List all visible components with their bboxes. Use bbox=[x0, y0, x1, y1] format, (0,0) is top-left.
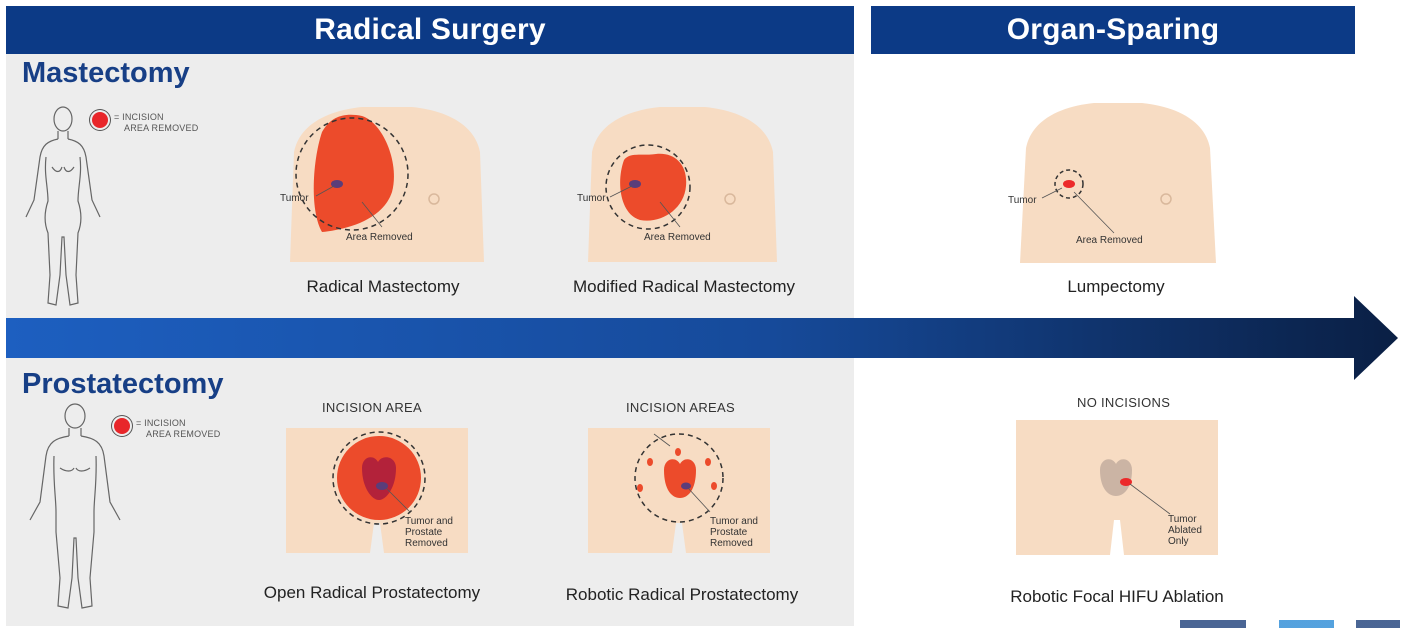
prostatectomy-title: Prostatectomy bbox=[22, 368, 223, 401]
tumor-ablated-only-label: Tumor Ablated Only bbox=[1168, 514, 1202, 547]
area-removed-label: Area Removed bbox=[1076, 235, 1143, 246]
tumor-prostate-removed-label: Tumor and Prostate Removed bbox=[710, 516, 758, 549]
anno-line-3: Only bbox=[1168, 536, 1202, 547]
organ-sparing-header: Organ-Sparing bbox=[871, 6, 1355, 54]
tumor-label: Tumor bbox=[280, 193, 309, 204]
anno-line-2: Ablated bbox=[1168, 525, 1202, 536]
incision-dot-icon bbox=[114, 418, 130, 434]
legend-line-2: AREA REMOVED bbox=[114, 123, 198, 134]
robotic-radical-prostatectomy-caption: Robotic Radical Prostatectomy bbox=[544, 585, 820, 605]
anno-line-2: Prostate bbox=[710, 527, 758, 538]
tumor-label: Tumor bbox=[1008, 195, 1037, 206]
anno-line-2: Prostate bbox=[405, 527, 453, 538]
anno-line-3: Removed bbox=[710, 538, 758, 549]
anno-line-1: Tumor and bbox=[405, 516, 453, 527]
legend-line-1: = INCISION bbox=[114, 112, 198, 123]
no-incisions-label: NO INCISIONS bbox=[1077, 395, 1170, 410]
mastectomy-legend: = INCISION AREA REMOVED bbox=[92, 112, 198, 134]
lumpectomy-caption: Lumpectomy bbox=[1010, 277, 1222, 297]
radical-mastectomy-caption: Radical Mastectomy bbox=[272, 277, 494, 297]
tumor-label: Tumor bbox=[577, 193, 606, 204]
prostatectomy-legend: = INCISION AREA REMOVED bbox=[114, 418, 220, 440]
incision-areas-label: INCISION AREAS bbox=[626, 400, 735, 415]
anno-line-3: Removed bbox=[405, 538, 453, 549]
anno-line-1: Tumor and bbox=[710, 516, 758, 527]
area-removed-label: Area Removed bbox=[346, 232, 413, 243]
area-removed-label: Area Removed bbox=[644, 232, 711, 243]
incision-dot-icon bbox=[92, 112, 108, 128]
mastectomy-title: Mastectomy bbox=[22, 57, 190, 90]
female-body-outline-icon bbox=[18, 105, 108, 310]
anno-line-1: Tumor bbox=[1168, 514, 1202, 525]
modified-radical-mastectomy-caption: Modified Radical Mastectomy bbox=[552, 277, 816, 297]
radical-surgery-header: Radical Surgery bbox=[6, 6, 854, 54]
legend-line-1: = INCISION bbox=[136, 418, 220, 429]
hifu-ablation-caption: Robotic Focal HIFU Ablation bbox=[986, 587, 1248, 607]
open-radical-prostatectomy-caption: Open Radical Prostatectomy bbox=[244, 583, 500, 603]
tumor-prostate-removed-label: Tumor and Prostate Removed bbox=[405, 516, 453, 549]
logo-watermark bbox=[1180, 620, 1400, 628]
legend-line-2: AREA REMOVED bbox=[136, 429, 220, 440]
incision-area-label: INCISION AREA bbox=[322, 400, 422, 415]
